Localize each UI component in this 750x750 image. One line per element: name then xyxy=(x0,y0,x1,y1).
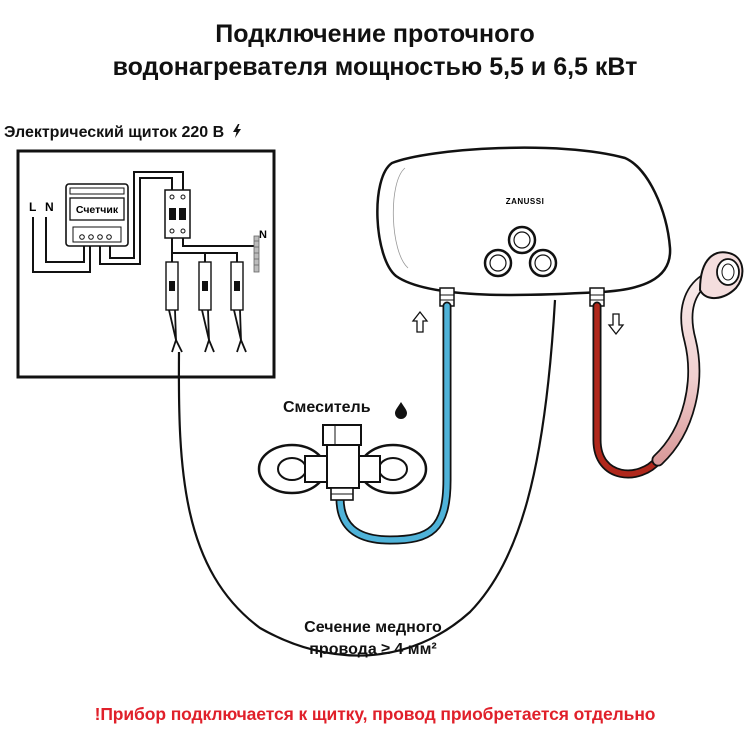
main-breaker xyxy=(164,189,191,239)
meter-label: Счетчик xyxy=(76,204,119,216)
electrical-panel xyxy=(16,149,276,379)
heater-brand: ZANUSSI xyxy=(506,197,545,206)
neutral-bus xyxy=(253,235,260,273)
water-drop-icon xyxy=(395,402,407,419)
page-title: Подключение проточного водонагревателя м… xyxy=(0,18,750,84)
hot-flow-down-arrow xyxy=(607,313,625,336)
heater-knob-top[interactable] xyxy=(507,225,537,255)
panel-label-text: Электрический щиток 220 В xyxy=(4,124,225,141)
heater-knob-left[interactable] xyxy=(483,248,513,278)
warning-note: !Прибор подключается к щитку, провод при… xyxy=(94,704,656,724)
branch-breaker-3 xyxy=(230,261,244,311)
mixer-label: Смеситель xyxy=(283,399,371,416)
water-heater xyxy=(376,146,672,297)
cold-water-pipe xyxy=(335,301,452,545)
bus-n-label: N xyxy=(259,229,267,241)
lightning-icon xyxy=(232,124,241,138)
branch-breaker-1 xyxy=(165,261,179,311)
meter-output-wires xyxy=(99,171,184,265)
shower-head xyxy=(698,251,744,299)
mixer-tap xyxy=(257,424,428,501)
terminal-l-label: L xyxy=(29,200,36,214)
wire-label-line-1: Сечение медного xyxy=(304,619,442,636)
electricity-meter xyxy=(65,183,129,247)
distribution-wires xyxy=(171,238,255,262)
cold-flow-up-arrow xyxy=(411,310,429,333)
title-line-2: водонагревателя мощностью 5,5 и 6,5 кВт xyxy=(112,53,638,81)
heater-knob-right[interactable] xyxy=(528,248,558,278)
wire-section-label: Сечение медного провода ≥ 4 мм² xyxy=(268,617,478,661)
branch-breaker-2 xyxy=(198,261,212,311)
title-line-1: Подключение проточного xyxy=(215,20,535,48)
branch-output-wires xyxy=(168,309,247,353)
incoming-wires xyxy=(32,217,91,273)
wire-label-line-2: провода ≥ 4 мм² xyxy=(309,641,437,658)
heater-supply-cable xyxy=(177,299,557,657)
panel-label: Электрический щиток 220 В xyxy=(4,124,242,142)
hot-water-pipe xyxy=(592,301,663,479)
cold-inlet-fitting xyxy=(439,287,455,307)
terminal-n-label: N xyxy=(45,200,54,214)
